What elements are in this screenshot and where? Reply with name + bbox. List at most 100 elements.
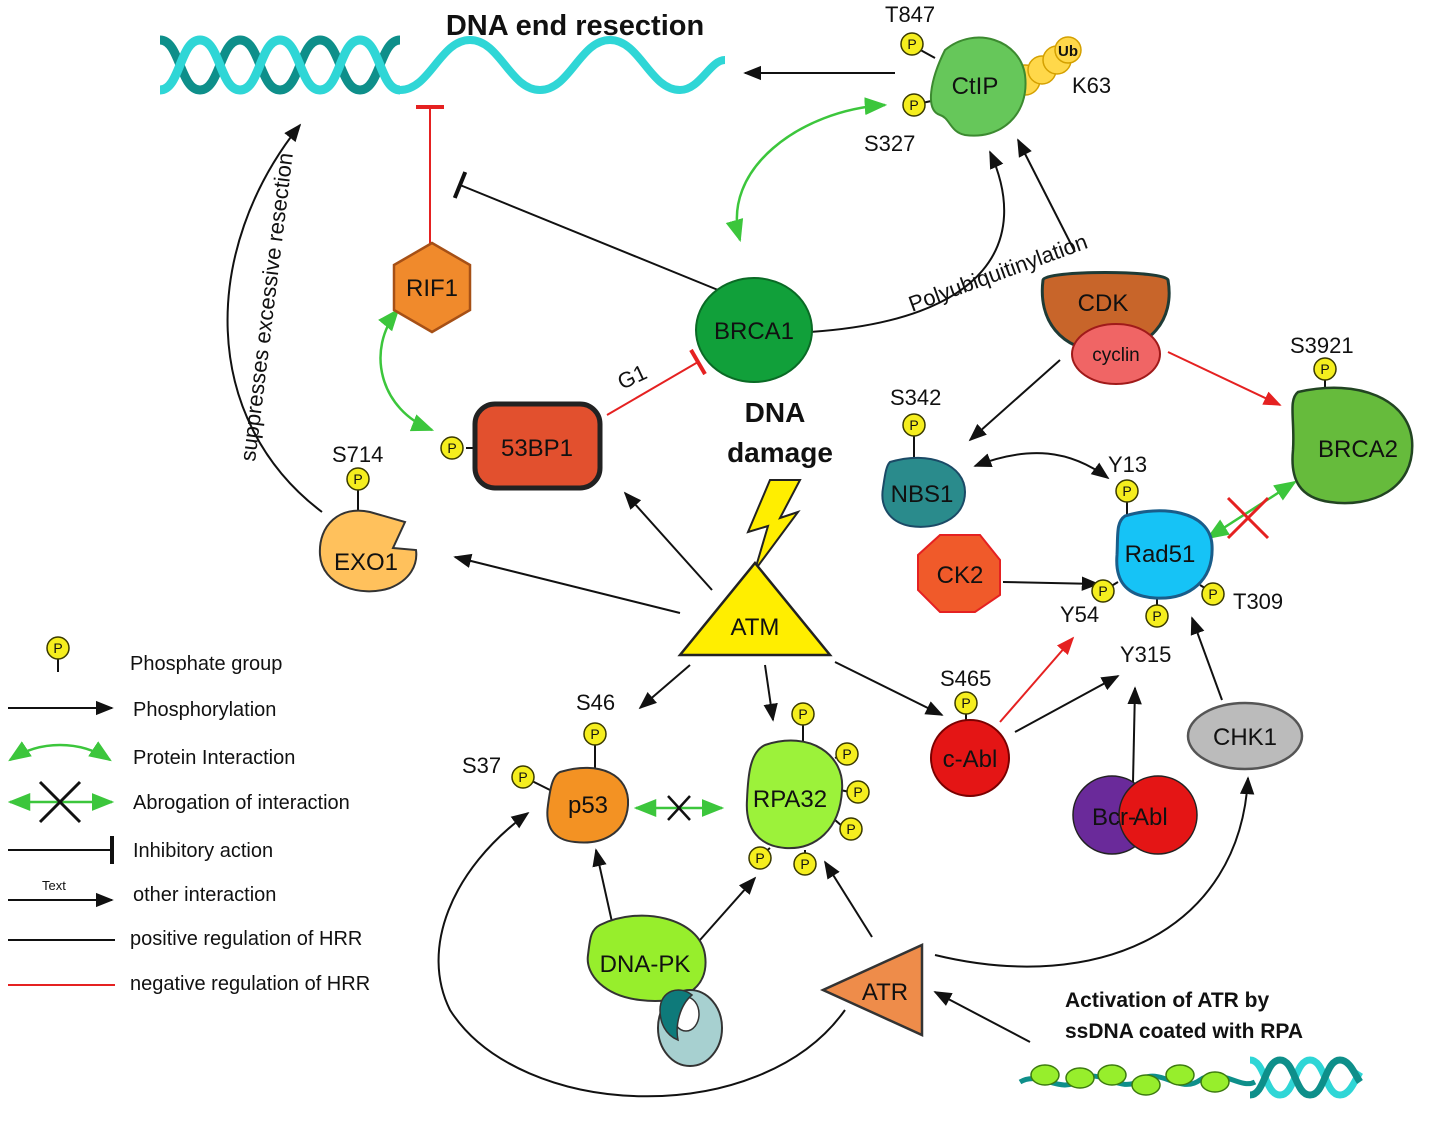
atr-activation-line1: Activation of ATR by (1065, 989, 1269, 1012)
edge-ssdna-atr (933, 991, 1031, 1043)
cabl-node: c-Abl (930, 691, 1010, 797)
edge-atm-p53 (638, 664, 691, 710)
edge-rad51-brca2 (1206, 480, 1297, 540)
p53-node: p53 (511, 722, 630, 844)
legend-other: other interaction (133, 884, 276, 906)
legend-positive: positive regulation of HRR (130, 928, 362, 950)
edge-bcrabl-y315 (1127, 686, 1142, 783)
site-t309: T309 (1233, 589, 1283, 614)
abrogation-x (1226, 496, 1270, 540)
nbs1-label: NBS1 (891, 481, 954, 508)
edge-atr-rpa32 (824, 860, 873, 938)
g1-label: G1 (614, 359, 651, 394)
ck2-node: CK2 (917, 534, 1001, 613)
cyclin-label: cyclin (1092, 345, 1140, 366)
abrogation-x2 (667, 795, 691, 821)
legend-inhibitory: Inhibitory action (133, 840, 273, 862)
exo1-label: EXO1 (334, 549, 398, 576)
brca2-label: BRCA2 (1318, 436, 1398, 463)
rif1-label: RIF1 (406, 275, 458, 302)
legend-phosphate: Phosphate group (130, 653, 282, 675)
site-t847: T847 (885, 2, 935, 27)
lightning-icon (746, 479, 802, 571)
site-k63: K63 (1072, 73, 1111, 98)
site-s37: S37 (462, 753, 501, 778)
legend-negative: negative regulation of HRR (130, 973, 370, 995)
rpa32-node: RPA32 (745, 702, 870, 876)
ctip-node: Ub CtIP (900, 32, 1082, 137)
p53-label: p53 (568, 792, 608, 819)
nbs1-node: NBS1 (881, 413, 967, 528)
edge-cabl-y315 (1014, 675, 1120, 733)
edge-chk1-rad51 (1190, 616, 1223, 701)
site-s3921: S3921 (1290, 333, 1354, 358)
rad51-node: Rad51 (1091, 479, 1225, 628)
brca1-node: BRCA1 (695, 277, 813, 383)
site-y13: Y13 (1108, 452, 1147, 477)
brca2-node: BRCA2 (1291, 357, 1414, 505)
edge-dnapk-p53 (592, 848, 613, 923)
edge-atr-chk1 (934, 776, 1255, 968)
cdk-node: CDK cyclin (1040, 271, 1171, 385)
edges (226, 65, 1297, 1098)
edge-atm-rpa32 (763, 664, 778, 722)
site-s46: S46 (576, 690, 615, 715)
site-s327: S327 (864, 131, 915, 156)
edge-cdk-ctip (1017, 138, 1076, 253)
edge-ck2-rad51 (1002, 576, 1100, 591)
edge-polyub (809, 150, 1006, 333)
edge-atm-cabl (834, 661, 944, 716)
damage-line2: damage (727, 437, 833, 468)
abl-label: Abl (1133, 804, 1168, 831)
atr-activation-line2: ssDNA coated with RPA (1065, 1020, 1303, 1043)
brca1-label: BRCA1 (714, 318, 794, 345)
dnapk-node: DNA-PK (586, 914, 723, 1067)
atr-label: ATR (862, 979, 908, 1006)
site-y54: Y54 (1060, 602, 1099, 627)
cdk-label: CDK (1078, 290, 1129, 317)
atr-node: ATR (819, 943, 924, 1037)
edge-brca1-inhibit (452, 171, 719, 291)
edge-cabl-y54 (999, 636, 1075, 723)
cabl-label: c-Abl (943, 746, 998, 773)
edge-atm-53bp1 (623, 491, 713, 591)
exo1-node: EXO1 (318, 467, 418, 593)
atm-label: ATM (731, 614, 780, 641)
damage-line1: DNA (745, 397, 806, 428)
bcr-label: Bcr- (1092, 804, 1136, 831)
53bp1-label: 53BP1 (501, 435, 573, 462)
edge-53bp1-brca1 (606, 348, 707, 416)
chk1-node: CHK1 (1186, 701, 1304, 771)
suppresses-label: suppresses excessive resection (235, 151, 298, 462)
edge-dnapk-rpa32 (699, 876, 757, 941)
dnapk-label: DNA-PK (600, 951, 691, 978)
site-s342: S342 (890, 385, 941, 410)
rif1-node: RIF1 (392, 241, 472, 334)
ub-label: Ub (1058, 43, 1078, 60)
53bp1-node: 53BP1 (440, 401, 603, 491)
chk1-label: CHK1 (1213, 724, 1277, 751)
legend-interaction: Protein Interaction (133, 747, 295, 769)
legend-phosphorylation: Phosphorylation (133, 699, 276, 721)
site-s714: S714 (332, 442, 383, 467)
legend-text-small: Text (42, 878, 66, 893)
atm-node: ATM (677, 561, 833, 657)
edge-cdk-brca2 (1167, 351, 1282, 406)
ck2-label: CK2 (937, 562, 984, 589)
ctip-label: CtIP (952, 73, 999, 100)
site-s465: S465 (940, 666, 991, 691)
rpa32-label: RPA32 (753, 786, 827, 813)
bcrabl-node: Bcr- Abl (1072, 775, 1198, 855)
ssdna-rpa-icon (1018, 1056, 1364, 1099)
edge-brca1-ctip (725, 97, 888, 243)
legend: Phosphate group Phosphorylation Protein … (7, 636, 370, 995)
edge-exo1-dna (226, 123, 323, 513)
dna-helix (158, 35, 726, 95)
edge-atm-exo1 (453, 553, 681, 614)
rad51-label: Rad51 (1125, 541, 1196, 568)
edge-rif1-53bp1 (378, 308, 435, 432)
legend-abrogation: Abrogation of interaction (133, 792, 350, 814)
title: DNA end resection (446, 10, 704, 42)
